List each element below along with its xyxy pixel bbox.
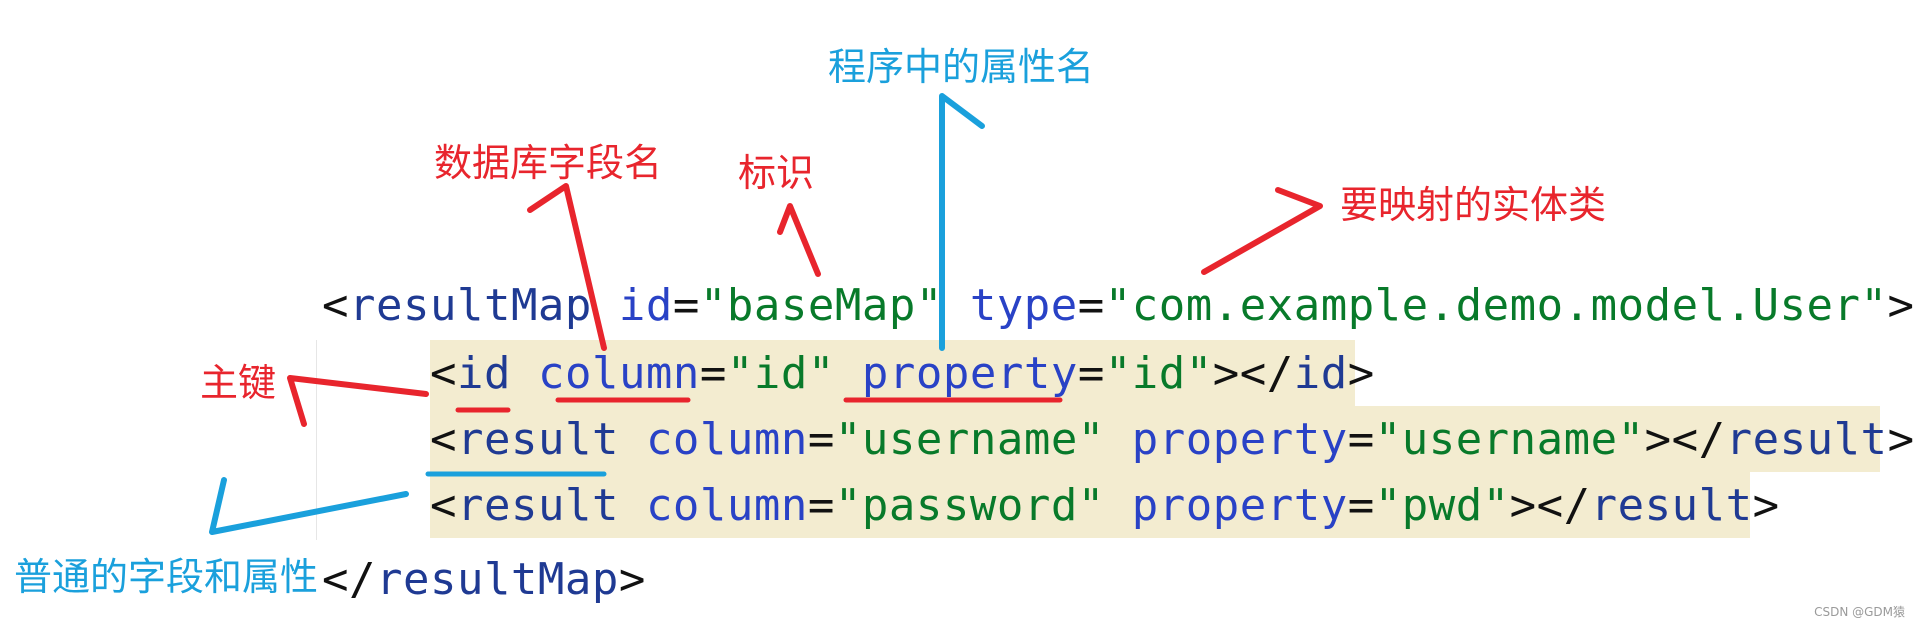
- code-line-4: <result column="password" property="pwd"…: [430, 480, 1780, 531]
- watermark: CSDN @GDM猿: [1814, 605, 1905, 619]
- red-arrow-identifier: [777, 203, 821, 277]
- label-identifier: 标识: [738, 151, 815, 195]
- highlight-line-2: [430, 340, 1355, 406]
- red-arrow-column: [527, 183, 607, 351]
- code-line-2: <id column="id" property="id"></id>: [430, 348, 1375, 399]
- highlight-line-4: [430, 472, 1750, 538]
- label-normal-field-property: 普通的字段和属性: [14, 555, 319, 599]
- code-line-1: <resultMap id="baseMap" type="com.exampl…: [322, 280, 1915, 331]
- label-program-property-name: 程序中的属性名: [828, 45, 1095, 89]
- blue-arrow-normal-fields: [209, 477, 409, 535]
- red-arrow-entity: [1201, 187, 1323, 275]
- label-primary-key: 主键: [200, 361, 277, 405]
- code-line-3: <result column="username" property="user…: [430, 414, 1915, 465]
- code-line-5: </resultMap>: [322, 554, 646, 605]
- highlight-line-3: [430, 406, 1880, 472]
- label-mapped-entity: 要映射的实体类: [1340, 183, 1607, 227]
- red-arrow-primary-key: [287, 375, 429, 427]
- label-db-field-name: 数据库字段名: [434, 141, 663, 185]
- blue-arrow-property: [939, 93, 985, 351]
- indent-guide: [316, 340, 317, 540]
